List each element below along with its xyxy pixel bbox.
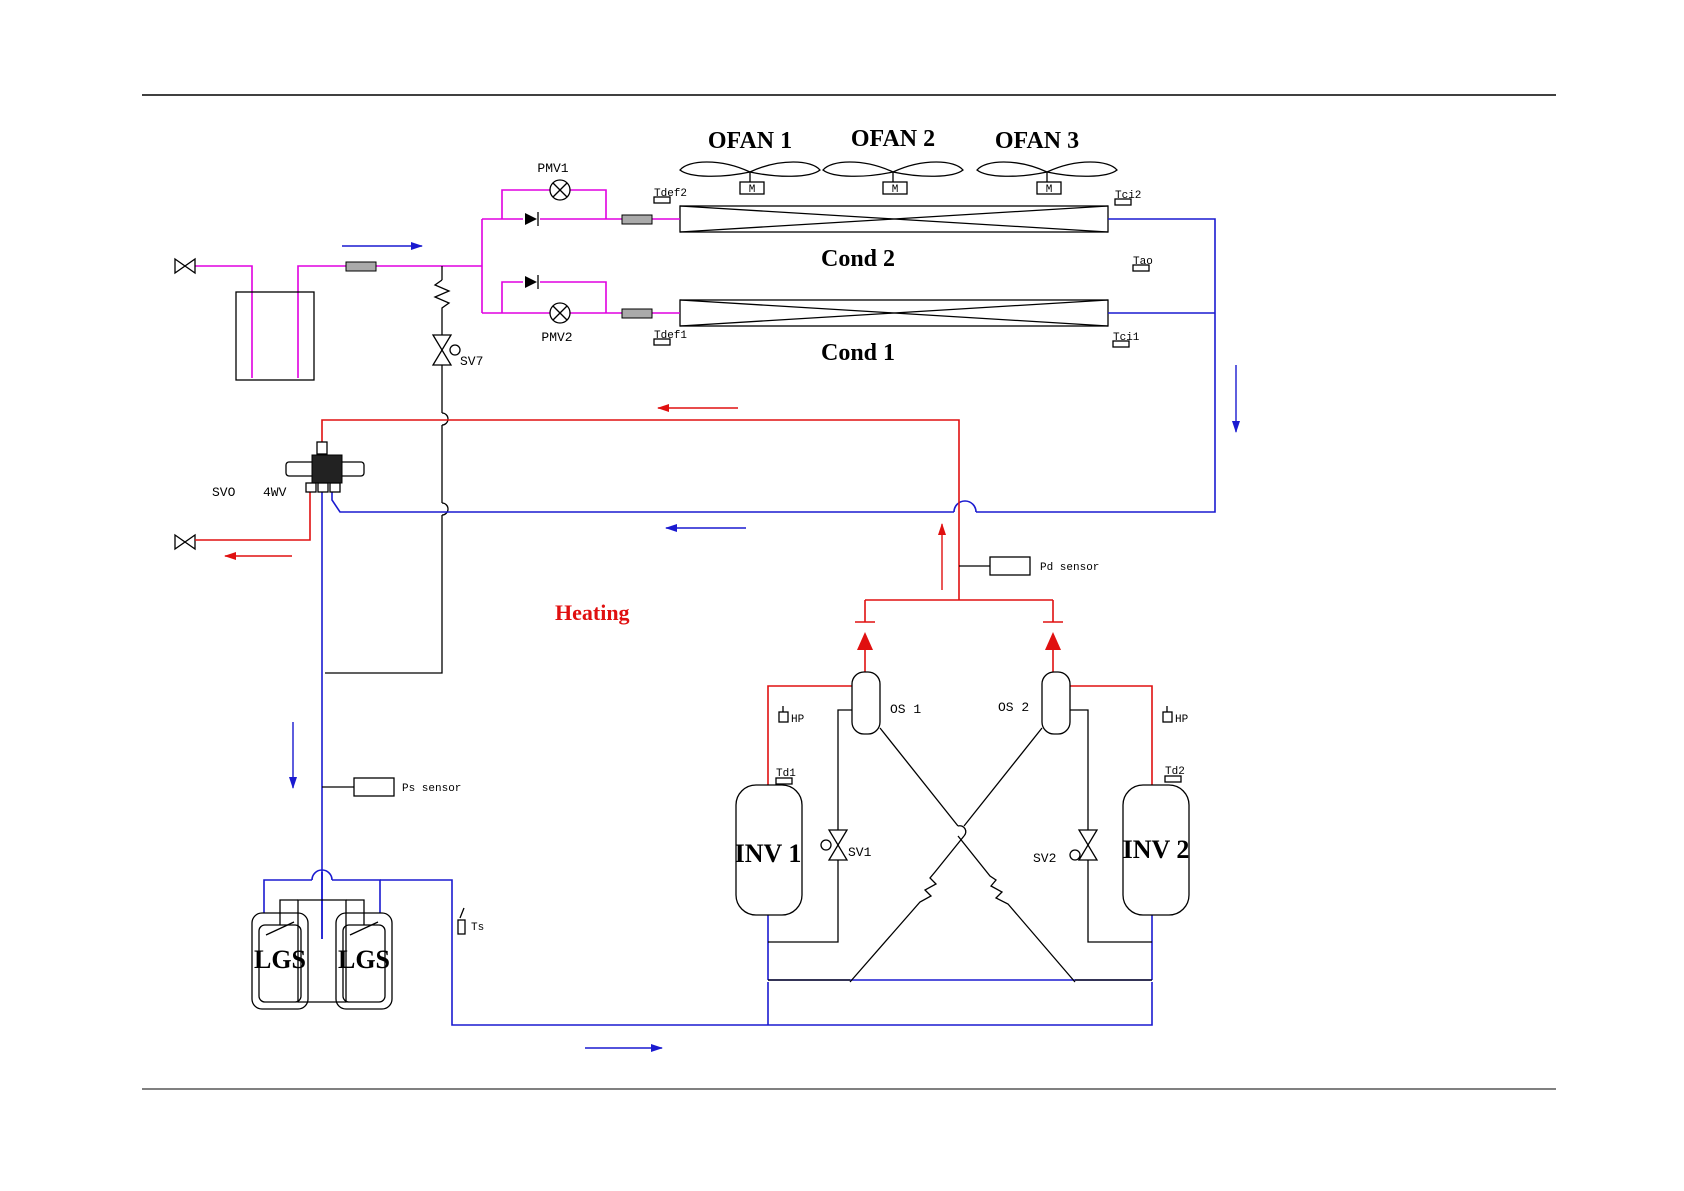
pd-sensor: Pd sensor (959, 557, 1099, 575)
svg-text:Tci1: Tci1 (1113, 332, 1140, 344)
condenser-2-label: Cond 2 (821, 246, 895, 272)
ts-sensor: Ts (458, 908, 484, 934)
fan-label-2: OFAN 2 (851, 126, 935, 152)
strainer-cond1 (622, 309, 652, 318)
inverter-compressor-2: INV 2 (1123, 785, 1190, 915)
inverter-compressor-1: INV 1 (735, 785, 802, 915)
service-valve-gas (175, 535, 195, 549)
sensor-tdef2: Tdef2 (654, 188, 687, 203)
sv0-label: SVO (212, 485, 236, 500)
ts-sensor-label: Ts (471, 922, 484, 934)
ps-sensor: Ps sensor (322, 778, 461, 796)
oil-return-lines: SV1 SV2 (768, 710, 1152, 982)
accumulator-1: LGS (252, 900, 308, 1009)
fan-label-1: OFAN 1 (708, 128, 792, 154)
pd-sensor-label: Pd sensor (1040, 562, 1099, 574)
svg-text:Td2: Td2 (1165, 766, 1185, 778)
liquid-receiver (236, 292, 314, 380)
pmv2-label: PMV2 (541, 330, 572, 345)
oil-separator-1: OS 1 (852, 672, 921, 734)
condenser-1: Cond 1 (680, 300, 1108, 366)
check-valve-upper (525, 212, 538, 226)
sensor-tci1: Tci1 (1113, 332, 1140, 347)
svg-text:HP: HP (791, 714, 805, 726)
outdoor-fan-3: M OFAN 3 (977, 128, 1117, 196)
sv7-label: SV7 (460, 354, 483, 369)
discharge-check-valve-2 (1043, 622, 1063, 672)
svg-text:Tci2: Tci2 (1115, 190, 1141, 202)
svg-text:Tao: Tao (1133, 256, 1153, 268)
os2-label: OS 2 (998, 700, 1029, 715)
svg-text:HP: HP (1175, 714, 1189, 726)
mode-label: Heating (555, 600, 630, 625)
four-way-valve: SVO 4WV (212, 442, 364, 500)
inv2-label: INV 2 (1123, 835, 1190, 864)
condenser-1-label: Cond 1 (821, 340, 895, 366)
pmv1-valve: PMV1 (537, 161, 570, 200)
four-way-valve-label: 4WV (263, 485, 287, 500)
check-valve-lower (525, 275, 538, 289)
sensor-td1: Td1 (776, 768, 796, 784)
strainer-main (346, 262, 376, 271)
svg-text:Td1: Td1 (776, 768, 796, 780)
outdoor-fan-2: M OFAN 2 (823, 126, 963, 196)
svg-text:Tdef1: Tdef1 (654, 330, 687, 342)
pmv1-label: PMV1 (537, 161, 568, 176)
condenser-2: Cond 2 (680, 206, 1108, 272)
hp-switch-2: HP (1163, 706, 1189, 726)
hp-switch-1: HP (779, 706, 805, 726)
sv1-label: SV1 (848, 845, 872, 860)
service-valve-liquid (175, 259, 195, 273)
fan-motor-label: M (749, 184, 756, 196)
pmv2-valve: PMV2 (541, 303, 572, 345)
outdoor-fan-1: M OFAN 1 (680, 128, 820, 196)
sensor-tci2: Tci2 (1115, 190, 1141, 205)
os1-label: OS 1 (890, 702, 921, 717)
fan-motor-label: M (892, 184, 899, 196)
fan-label-3: OFAN 3 (995, 128, 1079, 154)
fan-motor-label: M (1046, 184, 1053, 196)
ps-sensor-label: Ps sensor (402, 783, 461, 795)
sensor-tdef1: Tdef1 (654, 330, 687, 345)
sv2-label: SV2 (1033, 851, 1056, 866)
strainer-cond2 (622, 215, 652, 224)
sensor-tao: Tao (1133, 256, 1153, 271)
oil-separator-2: OS 2 (998, 672, 1070, 734)
discharge-check-valve-1 (855, 622, 875, 672)
accumulator-2: LGS (336, 900, 392, 1009)
sensor-td2: Td2 (1165, 766, 1185, 782)
svg-text:Tdef2: Tdef2 (654, 188, 687, 200)
inv1-label: INV 1 (735, 839, 802, 868)
